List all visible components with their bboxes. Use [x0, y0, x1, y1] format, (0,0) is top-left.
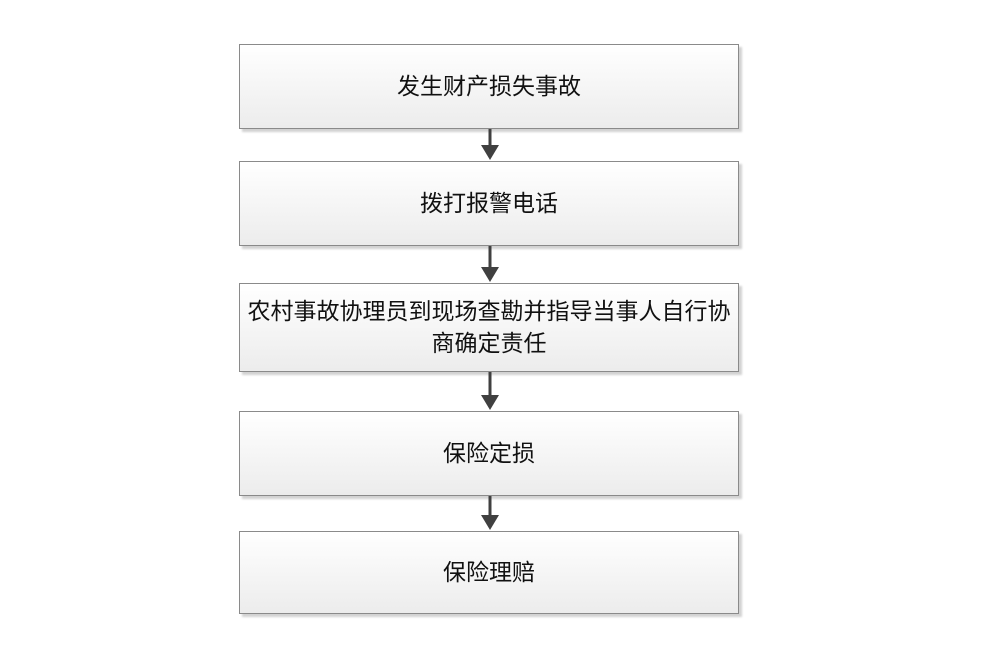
step-2-label: 拨打报警电话 — [420, 190, 558, 217]
step-1-box: 发生财产损失事故 — [239, 44, 739, 129]
step-5-label: 保险理赔 — [443, 559, 535, 586]
arrowhead-2 — [481, 267, 499, 282]
arrowhead-4 — [481, 515, 499, 530]
step-4-box: 保险定损 — [239, 411, 739, 496]
arrowhead-3 — [481, 395, 499, 410]
step-2-box: 拨打报警电话 — [239, 161, 739, 246]
step-1-label: 发生财产损失事故 — [397, 73, 581, 100]
step-5-box: 保险理赔 — [239, 531, 739, 614]
arrowhead-1 — [481, 145, 499, 160]
step-3-box: 农村事故协理员到现场查勘并指导当事人自行协商确定责任 — [239, 283, 739, 372]
step-4-label: 保险定损 — [443, 440, 535, 467]
step-3-label: 农村事故协理员到现场查勘并指导当事人自行协商确定责任 — [247, 298, 731, 357]
